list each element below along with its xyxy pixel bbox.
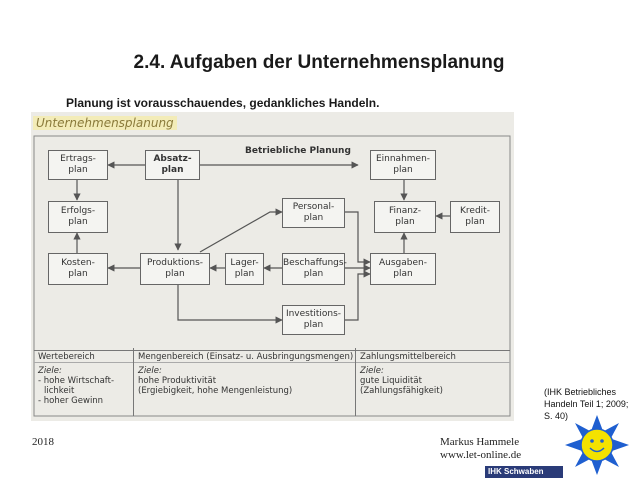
footer-year: 2018 xyxy=(32,436,54,448)
source-citation: (IHK Betriebliches Handeln Teil 1; 2009;… xyxy=(544,387,629,421)
box-kreditplan: Kredit-plan xyxy=(450,201,500,233)
goals-zahlungsmittelbereich: Ziele: gute Liquidität (Zahlungsfähigkei… xyxy=(360,366,443,396)
box-erfolgsplan: Erfolgs-plan xyxy=(48,201,108,233)
box-produktionsplan: Produktions-plan xyxy=(140,253,210,285)
box-ertragsplan: Ertrags-plan xyxy=(48,150,108,180)
box-absatzplan: Absatz-plan xyxy=(145,150,200,180)
arrow-investition-ausgaben xyxy=(345,270,371,321)
box-investitionsplan: Investitions-plan xyxy=(282,305,345,335)
arrow-personal-ausgaben xyxy=(345,211,371,266)
diagram-heading: Unternehmensplanung xyxy=(33,116,177,130)
bottom-table-header-line xyxy=(34,362,510,363)
arrow-produktion-personal xyxy=(199,208,283,253)
bottom-table-top-line xyxy=(34,350,510,351)
box-kostenplan: Kosten-plan xyxy=(48,253,108,285)
header-wertebereich: Wertebereich xyxy=(38,352,95,362)
ihk-logo: IHK Schwaben xyxy=(485,466,563,478)
top-label: Betriebliche Planung xyxy=(245,146,351,156)
header-mengenbereich: Mengenbereich (Einsatz- u. Ausbringungsm… xyxy=(138,352,354,362)
box-personalplan: Personal-plan xyxy=(282,198,345,228)
box-einnahmenplan: Einnahmen-plan xyxy=(370,150,436,180)
box-lagerplan: Lager-plan xyxy=(225,253,264,285)
goals-mengenbereich: Ziele: hohe Produktivität (Ergiebigkeit,… xyxy=(138,366,293,396)
footer-author: Markus Hammele www.let-online.de xyxy=(440,436,522,461)
header-zahlungsmittelbereich: Zahlungsmittelbereich xyxy=(360,352,456,362)
box-ausgabenplan: Ausgaben-plan xyxy=(370,253,436,285)
slide-subtitle: Planung ist vorausschauendes, gedanklich… xyxy=(66,96,380,110)
arrow-produktion-investition xyxy=(177,285,283,324)
sun-logo xyxy=(565,415,629,475)
slide-title: 2.4. Aufgaben der Unternehmensplanung xyxy=(133,52,505,73)
box-beschaffungsplan: Beschaffungs-plan xyxy=(282,253,347,285)
goals-wertebereich: Ziele: - hohe Wirtschaft- lichkeit - hoh… xyxy=(38,366,115,406)
diagram-frame xyxy=(33,135,511,417)
bottom-table-divider-2 xyxy=(355,348,356,416)
box-finanzplan: Finanz-plan xyxy=(374,201,436,233)
bottom-table-divider-1 xyxy=(133,348,134,416)
